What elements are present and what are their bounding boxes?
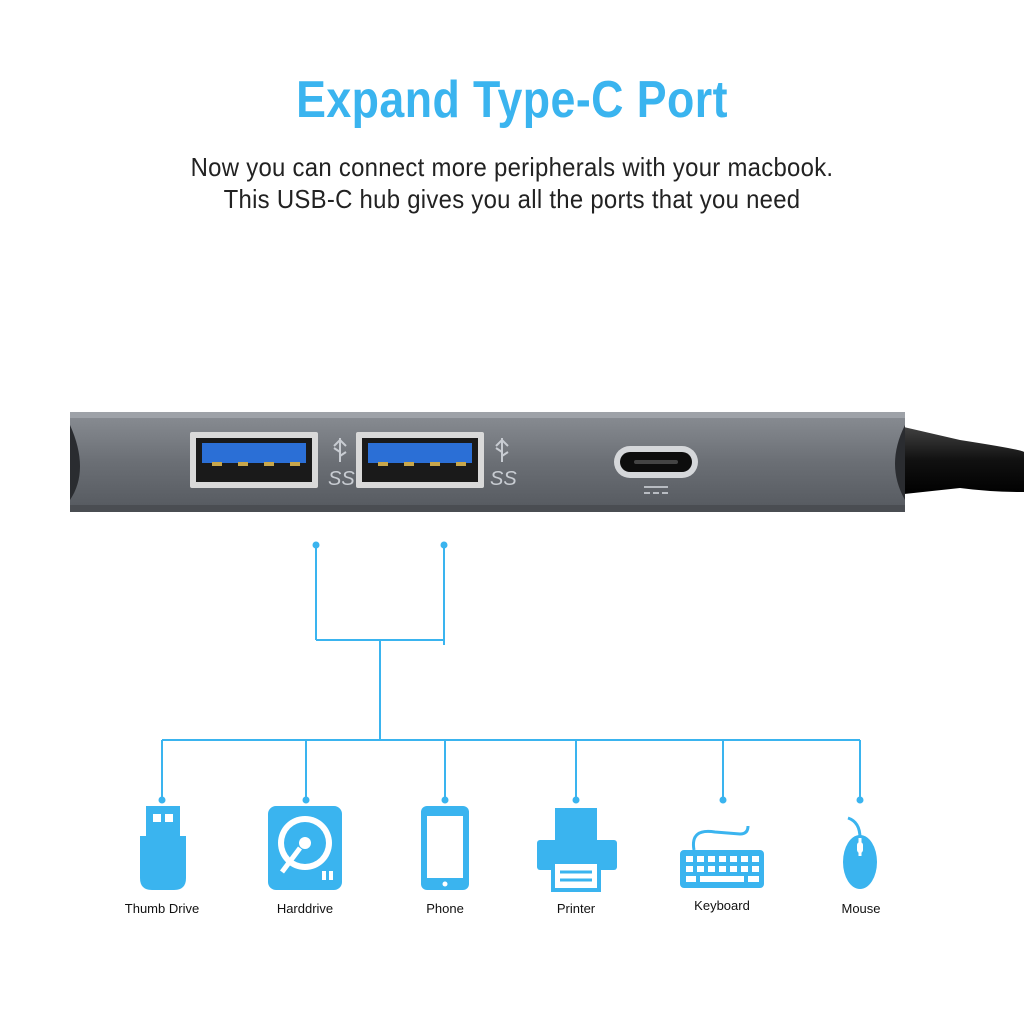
connector-lines <box>161 545 861 800</box>
ss-usb-icon-1: SS <box>328 438 355 490</box>
device-label-harddrive: Harddrive <box>276 901 334 916</box>
device-label-thumb-drive: Thumb Drive <box>124 901 200 916</box>
svg-text:SS: SS <box>490 468 517 490</box>
device-label-mouse: Mouse <box>841 901 881 916</box>
thumb-drive-icon <box>140 806 186 890</box>
device-label-printer: Printer <box>556 901 596 916</box>
page-title: Expand Type-C Port <box>296 71 728 129</box>
svg-text:SS: SS <box>328 468 355 490</box>
ss-usb-icon-2: SS <box>490 438 517 490</box>
device-label-phone: Phone <box>426 901 464 916</box>
usb-c-marking-icon <box>644 486 668 494</box>
usb-a-port-1 <box>190 432 318 488</box>
printer-icon <box>537 808 617 892</box>
subtitle-line-2: This USB-C hub gives you all the ports t… <box>223 184 801 214</box>
usb-c-cable <box>895 425 1024 495</box>
phone-icon <box>421 806 469 890</box>
connector-dots <box>158 541 864 804</box>
subtitle-line-1: Now you can connect more peripherals wit… <box>190 152 834 182</box>
keyboard-icon <box>680 825 764 888</box>
harddrive-icon <box>268 806 342 890</box>
usb-c-port <box>614 446 698 478</box>
device-label-keyboard: Keyboard <box>694 898 750 913</box>
mouse-icon <box>843 816 877 889</box>
usb-a-port-2 <box>356 432 484 488</box>
